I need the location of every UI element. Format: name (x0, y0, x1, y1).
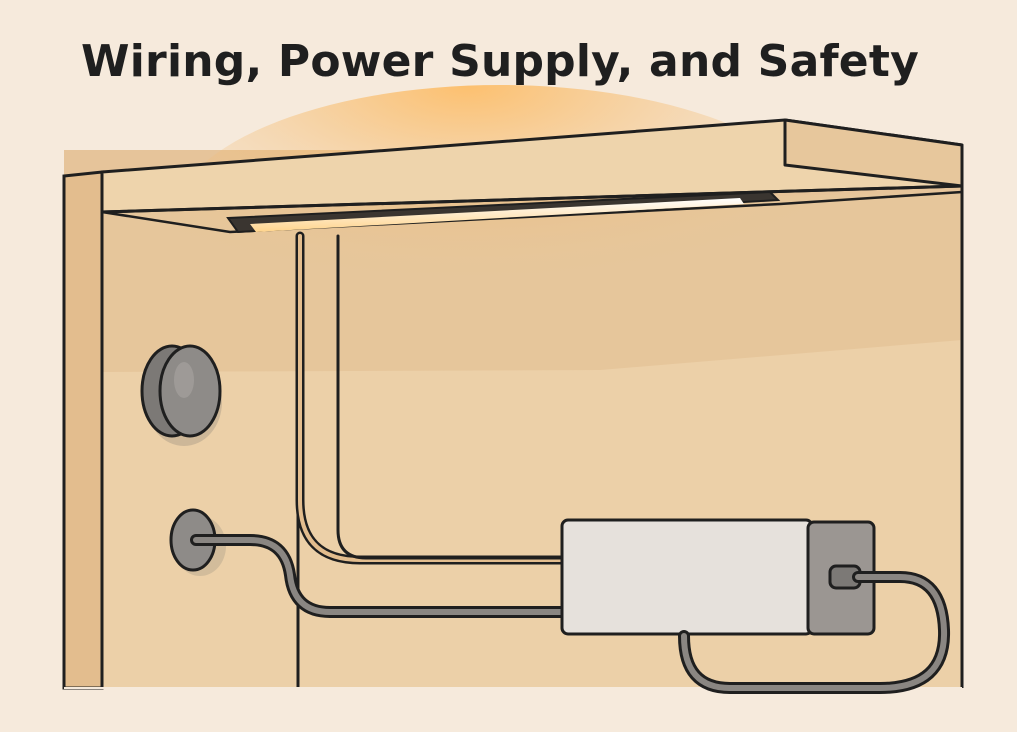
cabinet (62, 85, 964, 690)
power-supply[interactable] (560, 518, 876, 636)
dimmer-knob[interactable] (140, 344, 222, 446)
led-light-strip (226, 190, 781, 234)
light-strip-diffuser (250, 198, 744, 232)
page-title: Wiring, Power Supply, and Safety (81, 36, 919, 87)
light-cable (336, 234, 564, 560)
outlet-cable (193, 537, 565, 615)
cabinet-left-panel (62, 170, 104, 690)
output-cable (681, 574, 948, 691)
power-brick-icon[interactable] (560, 518, 814, 636)
